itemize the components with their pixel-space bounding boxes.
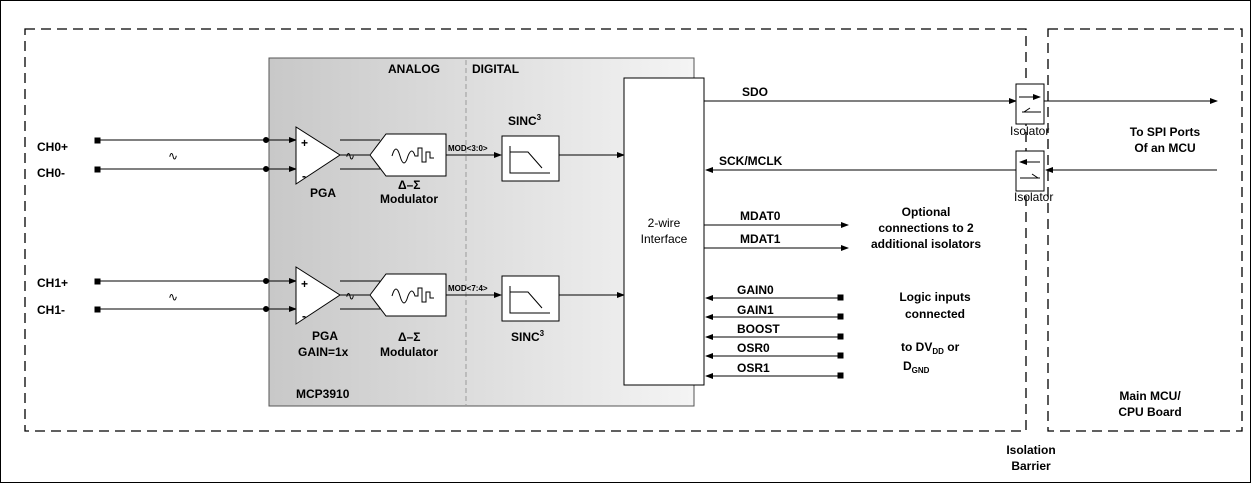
digital-label: DIGITAL bbox=[472, 62, 519, 76]
part-label: MCP3910 bbox=[296, 387, 350, 401]
ch1-pga-triangle bbox=[295, 266, 341, 325]
ch0-lowpass-icon bbox=[509, 146, 550, 174]
input-wires bbox=[94, 137, 297, 313]
ch1-pga-plus: + bbox=[301, 277, 308, 291]
ch1-analog-wave-icon: ∿ bbox=[168, 290, 178, 304]
isolator-bottom-label: Isolator bbox=[1014, 190, 1053, 204]
analog-label: ANALOG bbox=[388, 62, 440, 76]
ch0p-label: CH0+ bbox=[37, 140, 68, 154]
ch0-sinc-label: SINC3 bbox=[508, 113, 542, 128]
barrier-label-2: Barrier bbox=[1011, 459, 1051, 473]
mcu-label-2: CPU Board bbox=[1118, 405, 1181, 419]
isolator-top bbox=[1015, 83, 1045, 125]
ch1-modulator-icon bbox=[391, 287, 434, 304]
optional-note-2: connections to 2 bbox=[878, 221, 974, 235]
optional-note-1: Optional bbox=[902, 205, 951, 219]
ch1-mod-label: Modulator bbox=[380, 345, 438, 359]
ch0m-label: CH0- bbox=[37, 166, 65, 180]
logic-note-dgnd: DGND bbox=[903, 359, 930, 375]
ch0-analog-wave-icon: ∿ bbox=[168, 149, 178, 163]
logic-note-1: Logic inputs bbox=[899, 290, 971, 304]
ch1-sinc-label: SINC3 bbox=[511, 329, 545, 344]
ch0-bus-label: MOD<3:0> bbox=[448, 144, 488, 153]
sdo-label: SDO bbox=[742, 85, 768, 99]
osr0-terminal bbox=[837, 352, 844, 359]
ch1-pga-minus: - bbox=[302, 309, 306, 323]
logic-note-2: connected bbox=[905, 307, 965, 321]
ch0-pga-wave-icon: ∿ bbox=[345, 149, 355, 163]
ch1p-terminal bbox=[94, 278, 101, 285]
mcu-label-1: Main MCU/ bbox=[1119, 389, 1181, 403]
interface-line1: 2-wire bbox=[648, 216, 681, 230]
two-wire-interface-block bbox=[623, 77, 705, 386]
mcu-board-boundary bbox=[1047, 28, 1243, 432]
sensor-board-boundary bbox=[24, 28, 1027, 432]
osr0-label: OSR0 bbox=[737, 341, 770, 355]
ch0-sinc-block bbox=[501, 135, 560, 182]
mdat1-label: MDAT1 bbox=[740, 232, 781, 246]
ch1m-label: CH1- bbox=[37, 303, 65, 317]
ch1-mod-symbol: Δ–Σ bbox=[398, 330, 421, 344]
interface-line2: Interface bbox=[641, 232, 688, 246]
ch1m-terminal bbox=[94, 306, 101, 313]
ch1-bus-label: MOD<7:4> bbox=[448, 284, 488, 293]
ch1-lowpass-icon bbox=[509, 286, 550, 314]
gain1-terminal bbox=[837, 313, 844, 320]
osr1-terminal bbox=[837, 372, 844, 379]
spi-note-2: Of an MCU bbox=[1134, 141, 1195, 155]
ch0-modulator-icon bbox=[391, 147, 434, 164]
isolator-bottom bbox=[1015, 150, 1045, 192]
ch1-sinc-block bbox=[501, 275, 560, 322]
ch0-pga-triangle bbox=[295, 126, 341, 185]
gain0-terminal bbox=[837, 294, 844, 301]
ch0m-terminal bbox=[94, 166, 101, 173]
ch0p-terminal bbox=[94, 137, 101, 144]
boost-terminal bbox=[837, 333, 844, 340]
spi-note-1: To SPI Ports bbox=[1130, 125, 1201, 139]
logic-input-wires bbox=[705, 294, 844, 379]
ch1p-label: CH1+ bbox=[37, 276, 68, 290]
ch1-gain-label: GAIN=1x bbox=[298, 345, 349, 359]
ch1-pga-label: PGA bbox=[312, 329, 338, 343]
ch0-pga-minus: - bbox=[302, 169, 306, 183]
ch1-pga-wave-icon: ∿ bbox=[345, 289, 355, 303]
sck-label: SCK/MCLK bbox=[719, 154, 783, 168]
mcp3910-chip bbox=[268, 57, 695, 407]
logic-note-dvdd: to DVDD or bbox=[901, 340, 960, 356]
ch0-pga-label: PGA bbox=[310, 186, 336, 200]
barrier-label-1: Isolation bbox=[1006, 443, 1055, 457]
osr1-label: OSR1 bbox=[737, 361, 770, 375]
optional-note-3: additional isolators bbox=[871, 237, 981, 251]
isolator-top-label: Isolator bbox=[1010, 124, 1049, 138]
mdat0-label: MDAT0 bbox=[740, 209, 781, 223]
gain0-label: GAIN0 bbox=[737, 283, 774, 297]
ch0-pga-plus: + bbox=[301, 136, 308, 150]
gain1-label: GAIN1 bbox=[737, 303, 774, 317]
ch0-mod-symbol: Δ–Σ bbox=[398, 178, 421, 192]
ch0-mod-label: Modulator bbox=[380, 192, 438, 206]
boost-label: BOOST bbox=[737, 322, 780, 336]
